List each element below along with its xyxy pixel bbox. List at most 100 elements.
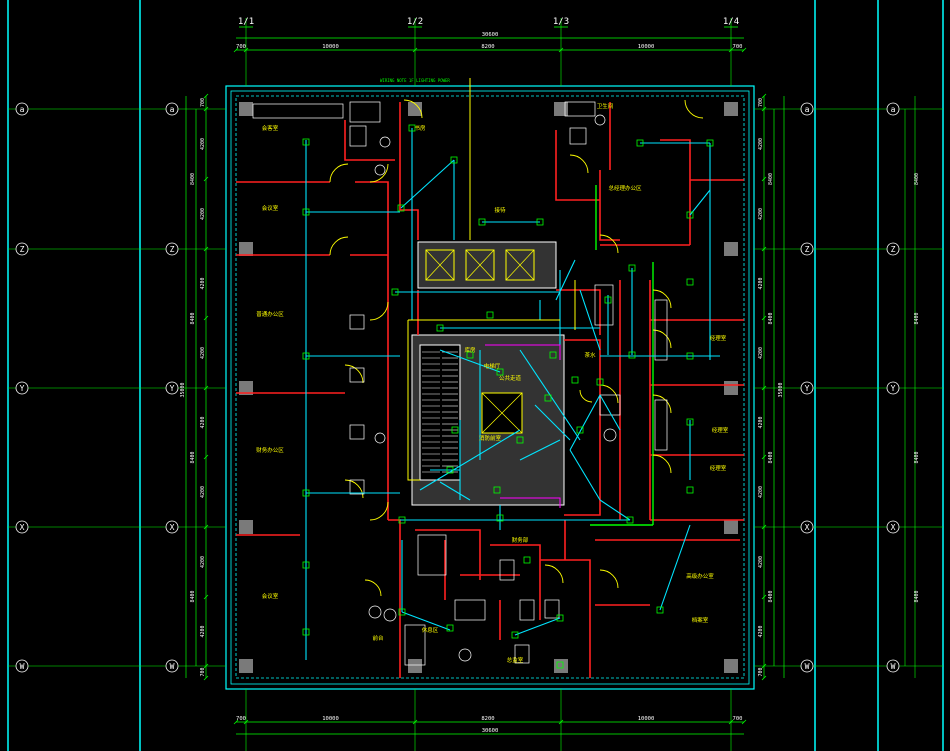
dimension-text: 4200: [200, 277, 206, 289]
device-marker: [706, 139, 714, 147]
dimension-text: 8400: [190, 312, 196, 324]
device-marker: [478, 218, 486, 226]
room-label-r16: 经理室: [710, 464, 727, 472]
device-marker: [493, 486, 501, 494]
device-marker: [536, 218, 544, 226]
wiring-runs: [305, 128, 720, 660]
dimension-text: 8400: [768, 590, 774, 602]
device-marker: [451, 426, 459, 434]
device-marker: [302, 352, 310, 360]
power-runs: [407, 78, 576, 481]
axis-tag-side: a: [20, 105, 25, 114]
dimension-text: 10000: [322, 716, 339, 722]
stair-treads: [422, 351, 458, 473]
axis-bubble: [165, 520, 179, 534]
room-label-r22: 卫生间: [597, 102, 614, 110]
dimension-text: 8400: [914, 173, 920, 185]
axis-tag-side: a: [170, 105, 175, 114]
dimension-text: 10000: [322, 44, 339, 50]
axis-bubble: [15, 242, 29, 256]
axis-tag-side: W: [170, 662, 175, 671]
device-markers: [302, 124, 714, 669]
dimension-text: 4200: [758, 486, 764, 498]
device-marker: [436, 324, 444, 332]
dimension-text: 4200: [200, 625, 206, 637]
device-marker: [398, 516, 406, 524]
axis-tag-side: Y: [891, 384, 896, 393]
device-marker: [408, 124, 416, 132]
axis-bubble: [165, 659, 179, 673]
axis-bubble: [886, 381, 900, 395]
room-label-r15: 经理室: [712, 426, 729, 434]
room-label-r20: 总监室: [507, 656, 524, 664]
device-marker: [686, 352, 694, 360]
room-label-r7: 总经理办公区: [608, 184, 642, 192]
room-label-r4: 普通办公区: [256, 310, 284, 318]
room-label-r9: 库房: [464, 346, 476, 354]
axis-bubble: [800, 381, 814, 395]
axis-tag-side: W: [805, 662, 810, 671]
special-runs: [485, 344, 561, 508]
dimension-text: 4200: [758, 556, 764, 568]
dimension-total: 35000: [778, 382, 784, 397]
device-marker: [486, 311, 494, 319]
room-label-r21: 高级办公室: [686, 572, 714, 580]
device-marker: [391, 288, 399, 296]
axis-tag-side: X: [20, 523, 25, 532]
room-label-r17: 前台: [372, 634, 384, 642]
elevator-crosses: [425, 249, 535, 434]
room-label-r3: 书房: [414, 124, 426, 132]
axis-bubble: [165, 102, 179, 116]
dimension-text: 8400: [190, 173, 196, 185]
device-marker: [686, 418, 694, 426]
dimension-text: 4200: [758, 138, 764, 150]
device-marker: [302, 561, 310, 569]
dimension-text: 8200: [481, 44, 494, 50]
axis-tag-side: X: [805, 523, 810, 532]
axis-tag-side: a: [805, 105, 810, 114]
axis-tag-side: X: [891, 523, 896, 532]
axis-bubble: [886, 659, 900, 673]
dimension-text: 4200: [200, 416, 206, 428]
room-label-r2: 会议室: [262, 204, 279, 212]
device-marker: [302, 208, 310, 216]
dimension-text: 4200: [758, 625, 764, 637]
dimension-text: 4200: [200, 208, 206, 220]
room-label-r1: 会客室: [262, 124, 279, 132]
dimension-total: 35000: [180, 382, 186, 397]
axis-bubble: [800, 102, 814, 116]
axis-bubble: [800, 659, 814, 673]
device-marker: [556, 661, 564, 669]
device-marker: [450, 156, 458, 164]
device-marker: [446, 624, 454, 632]
axis-tag-side: Y: [805, 384, 810, 393]
dimension-text: 8400: [768, 173, 774, 185]
axis-tag-side: Y: [20, 384, 25, 393]
dimension-text: 8400: [190, 590, 196, 602]
axis-tag-top: 1/3: [553, 17, 569, 27]
room-labels: 会客室会议室书房普通办公区财务办公区会议室总经理办公区接待库房茶水电梯厅公共走道…: [256, 102, 729, 664]
device-marker: [549, 351, 557, 359]
room-label-r10: 茶水: [584, 351, 596, 359]
axis-tag-top: 1/4: [723, 17, 739, 27]
axis-tag-side: X: [170, 523, 175, 532]
device-marker: [571, 376, 579, 384]
room-label-r11: 电梯厅: [484, 362, 501, 370]
device-marker: [398, 608, 406, 616]
dimension-text: 4200: [758, 347, 764, 359]
device-marker: [523, 556, 531, 564]
device-marker: [628, 264, 636, 272]
device-marker: [626, 516, 634, 524]
core-walls: [411, 241, 565, 506]
axis-bubble: [886, 520, 900, 534]
dimension-text: 700: [758, 667, 764, 676]
room-label-r18: 休息区: [422, 626, 439, 634]
room-label-r14: 经理室: [710, 334, 727, 342]
device-marker: [596, 378, 604, 386]
dimension-text: 8400: [768, 451, 774, 463]
device-marker: [397, 204, 405, 212]
dimension-text: 700: [236, 44, 246, 50]
outer-frames: [7, 0, 944, 751]
device-marker: [496, 368, 504, 376]
